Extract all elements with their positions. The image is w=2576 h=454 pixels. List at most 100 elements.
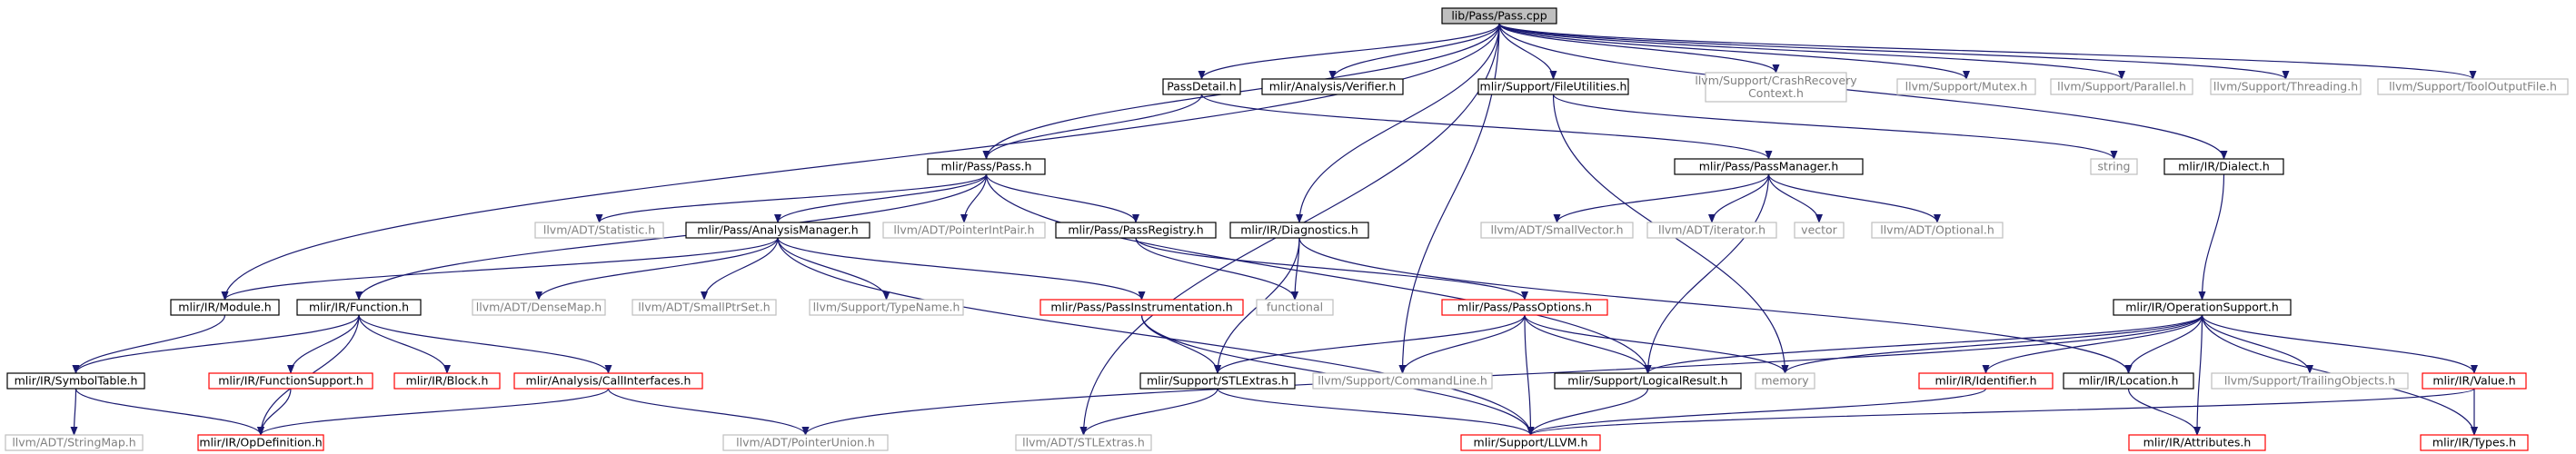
node-label: mlir/Support/LLVM.h <box>1474 436 1588 449</box>
node-label: string <box>2098 160 2131 173</box>
edge-value-to-llvmh <box>1527 388 2475 436</box>
node-box <box>1229 222 1369 239</box>
node-mlir-ir-operationsupport-h[interactable]: mlir/IR/OperationSupport.h <box>2113 299 2292 316</box>
node-box <box>1871 222 2004 239</box>
edge-diagnostics-to-location <box>1298 237 2133 374</box>
edge-function-to-block <box>358 314 451 374</box>
edge-module-to-symtable <box>72 314 226 374</box>
edge-passreg-to-functional <box>1135 237 1298 301</box>
node-mlir-pass-passoptions-h[interactable]: mlir/Pass/PassOptions.h <box>1441 299 1608 316</box>
node-box <box>2050 78 2193 95</box>
node-box <box>2210 78 2362 95</box>
node-mlir-pass-passregistry-h[interactable]: mlir/Pass/PassRegistry.h <box>1055 222 1217 239</box>
node-mlir-pass-passinstrumentation-h[interactable]: mlir/Pass/PassInstrumentation.h <box>1039 299 1244 316</box>
node-mlir-pass-analysismanager-h[interactable]: mlir/Pass/AnalysisManager.h <box>685 222 870 239</box>
node-label: mlir/Pass/PassOptions.h <box>1457 301 1592 314</box>
edge-opsupport-to-logical <box>1644 314 2203 374</box>
node-mlir-ir-dialect-h[interactable]: mlir/IR/Dialect.h <box>2163 158 2284 175</box>
node-label: mlir/Pass/Pass.h <box>941 160 1032 173</box>
node-llvm-adt-optional-h: llvm/ADT/Optional.h <box>1871 222 2004 239</box>
node-mlir-ir-symboltable-h[interactable]: mlir/IR/SymbolTable.h <box>6 372 145 390</box>
node-box <box>472 299 606 316</box>
node-box <box>2420 434 2529 451</box>
node-mlir-pass-passmanager-h[interactable]: mlir/Pass/PassManager.h <box>1674 158 1864 175</box>
node-mlir-pass-pass-h[interactable]: mlir/Pass/Pass.h <box>927 158 1046 175</box>
node-label: llvm/ADT/STLExtras.h <box>1022 436 1145 449</box>
node-box <box>632 299 777 316</box>
node-mlir-ir-location-h[interactable]: mlir/IR/Location.h <box>2063 372 2194 390</box>
edge-callif-to-opdef <box>257 388 610 436</box>
node-box <box>1162 78 1241 95</box>
node-passdetail-h[interactable]: PassDetail.h <box>1162 78 1241 95</box>
edge-root-to-passh <box>982 23 1500 160</box>
edge-location-to-attributes <box>2127 388 2201 436</box>
node-llvm-adt-pointerunion-h: llvm/ADT/PointerUnion.h <box>722 434 889 451</box>
node-box <box>809 299 964 316</box>
node-mlir-ir-types-h[interactable]: mlir/IR/Types.h <box>2420 434 2529 451</box>
edge-root-to-passdetail <box>1198 23 1500 80</box>
node-mlir-support-stlextras-h[interactable]: mlir/Support/STLExtras.h <box>1139 372 1296 390</box>
node-label: mlir/Pass/PassManager.h <box>1699 160 1839 173</box>
node-mlir-analysis-callinterfaces-h[interactable]: mlir/Analysis/CallInterfaces.h <box>513 372 703 390</box>
node-llvm-adt-stlextras-h: llvm/ADT/STLExtras.h <box>1015 434 1152 451</box>
edge-symtable-to-stringmap <box>70 388 78 436</box>
node-llvm-adt-smallptrset-h: llvm/ADT/SmallPtrSet.h <box>632 299 777 316</box>
edge-function-to-symtable <box>72 314 360 374</box>
node-mlir-ir-function-h[interactable]: mlir/IR/Function.h <box>296 299 422 316</box>
node-box <box>1441 7 1557 25</box>
node-mlir-support-llvm-h[interactable]: mlir/Support/LLVM.h <box>1460 434 1601 451</box>
node-label: mlir/Pass/PassRegistry.h <box>1068 223 1203 237</box>
edge-function-to-callif <box>358 314 612 374</box>
node-box <box>1646 222 1777 239</box>
node-label: mlir/IR/Attributes.h <box>2143 436 2252 449</box>
edge-passh-to-analysismgr <box>774 173 988 223</box>
edge-root-to-crashrec <box>1498 23 1780 74</box>
node-box <box>882 222 1046 239</box>
node-mlir-ir-identifier-h[interactable]: mlir/IR/Identifier.h <box>1918 372 2054 390</box>
edge-passoptions-to-stlextras <box>1214 314 1526 374</box>
node-label: memory <box>1761 374 1809 388</box>
edge-identifier-to-llvmh <box>1527 388 1987 436</box>
edge-root-to-parallel <box>1498 23 2125 80</box>
node-mlir-ir-module-h[interactable]: mlir/IR/Module.h <box>170 299 280 316</box>
node-mlir-ir-diagnostics-h[interactable]: mlir/IR/Diagnostics.h <box>1229 222 1369 239</box>
node-mlir-ir-functionsupport-h[interactable]: mlir/IR/FunctionSupport.h <box>208 372 373 390</box>
node-mlir-support-fileutilities-h[interactable]: mlir/Support/FileUtilities.h <box>1477 78 1629 95</box>
node-llvm-adt-pointerintpair-h: llvm/ADT/PointerIntPair.h <box>882 222 1046 239</box>
node-box <box>2128 434 2266 451</box>
node-llvm-adt-smallvector-h: llvm/ADT/SmallVector.h <box>1480 222 1634 239</box>
node-box <box>685 222 870 239</box>
node-label: functional <box>1267 301 1323 314</box>
edge-stlextras-to-llvmh <box>1217 388 1535 436</box>
node-mlir-support-logicalresult-h[interactable]: mlir/Support/LogicalResult.h <box>1554 372 1742 390</box>
node-box <box>513 372 703 390</box>
edge-passmgr-to-vector <box>1767 173 1823 223</box>
node-lib-pass-pass-cpp[interactable]: lib/Pass/Pass.cpp <box>1441 7 1557 25</box>
node-string: string <box>2090 158 2138 175</box>
node-box <box>2063 372 2194 390</box>
node-box <box>1896 78 2036 95</box>
node-box <box>1139 372 1296 390</box>
node-box <box>296 299 422 316</box>
edge-root-to-diagnostics <box>1296 23 1500 223</box>
node-label: mlir/Analysis/CallInterfaces.h <box>526 374 691 388</box>
node-mlir-ir-opdefinition-h[interactable]: mlir/IR/OpDefinition.h <box>197 434 324 451</box>
edge-stlextras-to-adtstlextras <box>1079 388 1218 436</box>
node-llvm-support-tooloutputfile-h: llvm/Support/ToolOutputFile.h <box>2377 78 2569 95</box>
node-mlir-ir-block-h[interactable]: mlir/IR/Block.h <box>393 372 501 390</box>
node-label: mlir/Support/LogicalResult.h <box>1567 374 1727 388</box>
node-label: llvm/ADT/Statistic.h <box>543 223 655 237</box>
node-mlir-ir-attributes-h[interactable]: mlir/IR/Attributes.h <box>2128 434 2266 451</box>
node-mlir-analysis-verifier-h[interactable]: mlir/Analysis/Verifier.h <box>1261 78 1404 95</box>
edge-passh-to-passreg <box>985 173 1139 223</box>
node-label: mlir/IR/SymbolTable.h <box>15 374 138 388</box>
node-label: llvm/Support/Mutex.h <box>1905 80 2028 94</box>
node-mlir-ir-value-h[interactable]: mlir/IR/Value.h <box>2422 372 2527 390</box>
node-box <box>1480 222 1634 239</box>
node-box <box>1554 372 1742 390</box>
edge-root-to-threading <box>1498 23 2290 80</box>
edge-root-to-verifier <box>1328 23 1500 80</box>
edge-opsupport-to-memory <box>1781 314 2203 374</box>
node-box <box>1055 222 1217 239</box>
